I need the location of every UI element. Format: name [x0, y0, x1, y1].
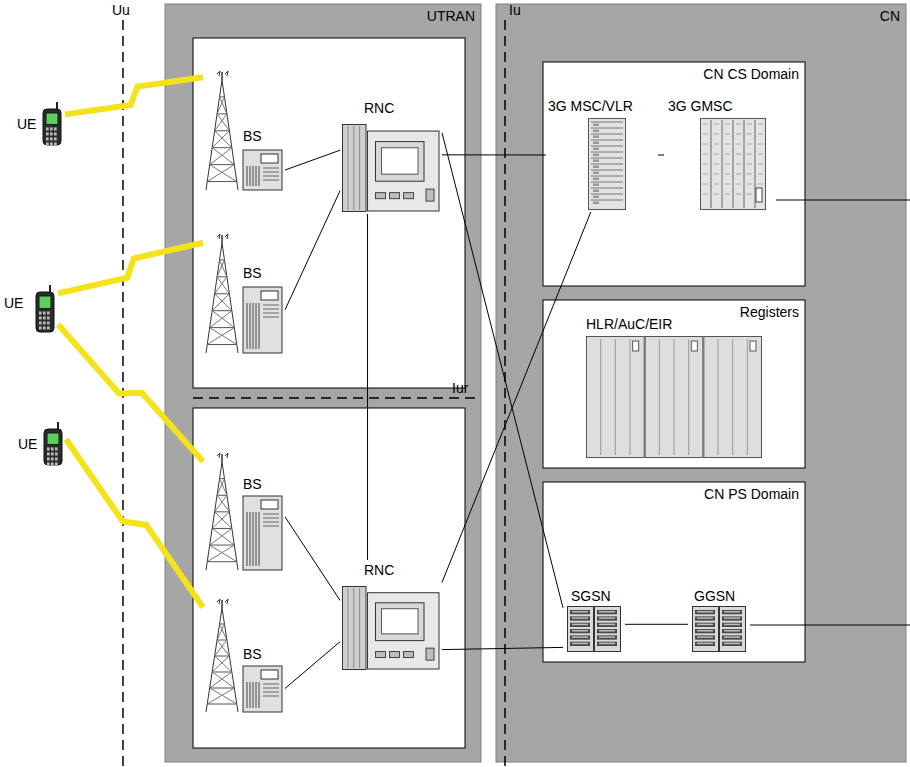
rns-panel [193, 38, 465, 388]
element-label: HLR/AuC/EIR [586, 316, 672, 332]
base-station-icon [203, 233, 285, 355]
base-station: BS [203, 233, 285, 355]
link-line [285, 517, 340, 601]
domain-box: CN PS DomainSGSN GGSN [543, 482, 805, 662]
region-fill [543, 482, 805, 662]
region-title: Registers [740, 304, 799, 320]
element-label: RNC [364, 100, 394, 116]
link-line [442, 647, 563, 649]
radio-link [58, 325, 203, 462]
rnc-node: RNC [340, 560, 442, 672]
element-label: BS [243, 476, 262, 492]
element-label: SGSN [571, 588, 611, 604]
region-title: CN CS Domain [703, 66, 799, 82]
element-label: UE [18, 436, 37, 452]
element-label: UE [17, 116, 36, 132]
region-fill [543, 300, 805, 468]
network-element: 3G GMSC [664, 98, 776, 212]
radio-link [66, 439, 203, 607]
element-label: UE [4, 295, 23, 311]
region-title: UTRAN [427, 8, 475, 24]
base-station: BS [203, 598, 285, 714]
external-link [776, 200, 910, 201]
radio-link [58, 243, 203, 294]
interface-label: Iur [452, 380, 468, 396]
link-line [285, 191, 340, 310]
interface-line [504, 20, 506, 767]
element-label: BS [243, 646, 262, 662]
region-fill [165, 4, 481, 762]
network-element: SGSN [563, 588, 625, 654]
region-fills [165, 4, 906, 762]
element-label: 3G MSC/VLR [548, 98, 633, 114]
ue-terminal: UE [18, 420, 66, 468]
ue-terminal: UE [4, 283, 58, 335]
network-element: GGSN [688, 588, 750, 654]
server-icon [567, 606, 621, 652]
element-label: 3G GMSC [668, 98, 733, 114]
link-line [625, 624, 688, 625]
base-station: BS [203, 452, 285, 572]
element-label: GGSN [694, 588, 735, 604]
server-icon [692, 606, 746, 652]
link-line [442, 212, 591, 582]
link-line [285, 150, 340, 170]
rnc-node: RNC [340, 98, 442, 214]
rnc-icon [342, 586, 440, 670]
element-label: BS [243, 265, 262, 281]
external-link [750, 625, 910, 626]
domain-box: CN CS Domain 3G MSC/VLR 3G GMSC [543, 62, 805, 286]
region-title: CN PS Domain [704, 486, 799, 502]
link-line [285, 642, 340, 689]
base-station-icon [203, 452, 285, 572]
phone-icon [42, 422, 64, 466]
region-box: UTRAN BS BS RNC BS BS RNC [165, 4, 481, 762]
radio-link [65, 77, 203, 114]
network-element: HLR/AuC/EIR [584, 316, 764, 460]
domain-box: RegistersHLR/AuC/EIR [543, 300, 805, 468]
link-line [442, 154, 546, 155]
element-label: BS [243, 128, 262, 144]
base-station: BS [203, 70, 285, 192]
region-fill [543, 62, 805, 286]
region-title: CN [880, 8, 900, 24]
rns-panel [193, 408, 465, 748]
link-line [658, 155, 664, 156]
region-fill [496, 4, 906, 762]
element-label: RNC [364, 562, 394, 578]
network-element: 3G MSC/VLR [546, 98, 658, 212]
interface-line [193, 397, 480, 399]
gateway-rack-icon [700, 118, 766, 210]
region-box: CN CN CS Domain 3G MSC/VLR 3G GMSC Registers… [496, 4, 906, 762]
switch-rack-icon [588, 118, 626, 210]
interface-label: Iu [509, 2, 521, 18]
register-rack-icon [586, 336, 762, 458]
rnc-icon [342, 124, 440, 212]
ue-terminal: UE [17, 100, 65, 148]
interface-label: Uu [112, 2, 130, 18]
phone-icon [34, 285, 56, 333]
phone-icon [41, 102, 63, 146]
link-line [367, 214, 368, 560]
